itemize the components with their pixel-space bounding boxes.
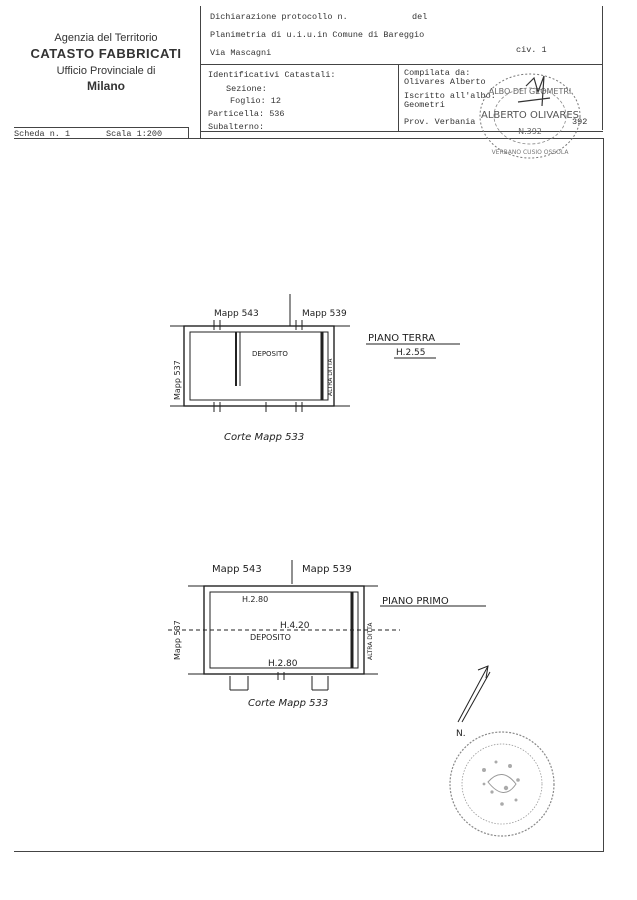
header-bottom-line	[200, 131, 603, 132]
province-label: Prov. Verbania	[404, 117, 476, 127]
agency-name: Agenzia del Territorio	[54, 32, 158, 44]
north-arrow: N.	[456, 665, 491, 739]
page-right-border	[603, 139, 604, 852]
north-arrow-shaft	[457, 665, 489, 723]
albo-label: Iscritto all'albo:	[404, 91, 496, 101]
first-east-label: ALTRA DITTA	[367, 622, 374, 660]
first-title: PIANO PRIMO	[382, 596, 449, 607]
header-col-divider	[398, 64, 399, 132]
catasto-foglio: Foglio: 12	[230, 96, 282, 106]
stamp-name: ALBERTO OLIVARES	[481, 110, 579, 121]
building-inner	[189, 331, 329, 401]
compiler-stamp: ALBO DEI GEOMETRI ALBERTO OLIVARES N.392…	[479, 73, 581, 159]
ground-east-label: ALTRA DITTA	[327, 358, 334, 396]
protocol-del: del	[412, 12, 428, 22]
ground-south-label: Corte Mapp 533	[224, 432, 304, 443]
stamp-province: VERBANO CUSIO OSSOLA	[492, 149, 570, 156]
agency-office: Ufficio Provinciale di	[56, 65, 156, 77]
stamp-title: ALBO DEI GEOMETRI	[489, 87, 572, 96]
agency-city: Milano	[87, 79, 125, 93]
protocol-label: Dichiarazione protocollo n.	[210, 12, 348, 22]
ground-west-map: Mapp 537	[173, 360, 182, 400]
agency-catasto: CATASTO FABBRICATI	[30, 46, 182, 61]
first-south-label: Corte Mapp 533	[248, 698, 328, 709]
catasto-subalterno: Subalterno:	[208, 122, 265, 132]
compiler-label: Compilata da:	[404, 68, 471, 78]
ground-north-map: Mapp 543	[214, 309, 259, 319]
compiler-name: Olivares Alberto	[404, 77, 486, 87]
plan-first-floor: Mapp 543 Mapp 539 Mapp 537 H.2.80 H.4.20…	[168, 560, 486, 709]
first-north-map: Mapp 543	[212, 564, 262, 575]
first-height-bottom: H.2.80	[268, 659, 298, 669]
catasto-sezione: Sezione:	[226, 84, 267, 94]
header-divider	[200, 6, 201, 138]
planimetria-label: Planimetria di u.i.u.in Comune di Baregg…	[210, 30, 425, 40]
stamp-number: N.392	[518, 127, 542, 136]
catasto-title: Identificativi Catastali:	[208, 70, 336, 80]
scheda-label: Scheda n. 1	[14, 129, 71, 139]
civic-number: civ. 1	[516, 45, 547, 55]
north-arrow-head	[477, 665, 489, 679]
first-north-map2: Mapp 539	[302, 564, 352, 575]
first-room-label: DEPOSITO	[250, 633, 291, 642]
scheda-right-line	[188, 127, 189, 139]
page-bottom-border	[14, 851, 604, 852]
official-seal	[449, 731, 555, 837]
scale-label: Scala 1:200	[106, 129, 163, 139]
address: Via Mascagni	[210, 48, 272, 58]
header-base-line	[14, 138, 604, 139]
first-height-mid: H.4.20	[280, 621, 310, 631]
catasto-particella: Particella: 536	[208, 109, 285, 119]
ground-north-map2: Mapp 539	[302, 309, 347, 319]
albo-number: 392	[572, 117, 588, 127]
north-label: N.	[456, 729, 466, 739]
first-west-map: Mapp 537	[173, 620, 182, 660]
header-row-divider	[200, 64, 603, 65]
first-height-top: H.2.80	[242, 595, 268, 604]
ground-height: H.2.55	[396, 348, 426, 358]
scheda-top-line	[14, 127, 189, 128]
albo-name: Geometri	[404, 100, 445, 110]
signature-scribble	[517, 75, 551, 107]
header-right-border	[602, 6, 603, 130]
ground-title: PIANO TERRA	[368, 333, 435, 344]
plan-ground-floor: Mapp 543 Mapp 539 Mapp 537 DEPOSITO ALTR…	[170, 294, 460, 443]
building-outline	[183, 325, 335, 407]
ground-room-label: DEPOSITO	[252, 350, 288, 358]
